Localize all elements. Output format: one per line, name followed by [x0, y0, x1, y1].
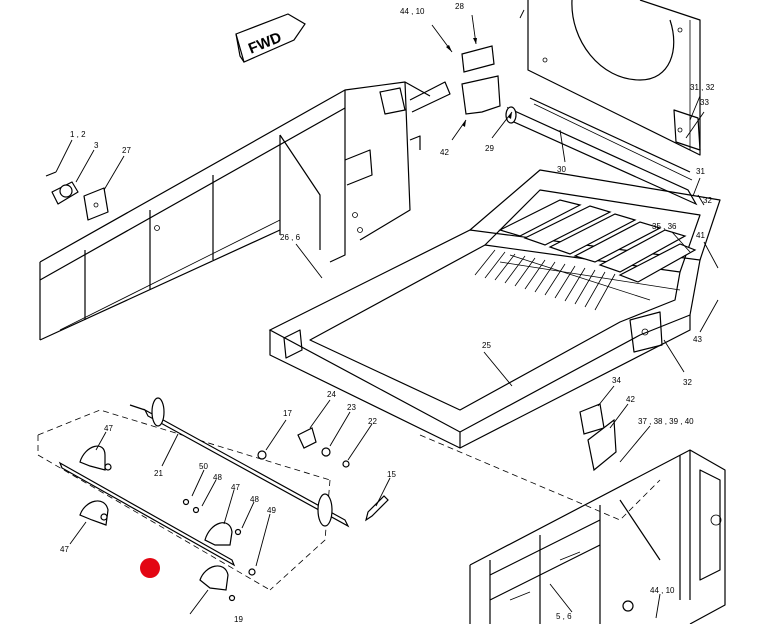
- callout-1-2: 1 , 2: [70, 130, 86, 139]
- callout-32-right: 32: [703, 196, 712, 205]
- callout-labels: 44 , 10 28 42 29 30 31 , 32 33 31 32 35 …: [60, 2, 715, 624]
- sieve-tines: [474, 249, 616, 311]
- lower-right-frame: [469, 449, 726, 624]
- callout-24: 24: [327, 390, 336, 399]
- callout-34: 34: [612, 376, 621, 385]
- callout-44-10-top: 44 , 10: [400, 7, 425, 16]
- shaft-part-29-30: [505, 97, 701, 206]
- callout-26-6: 26 , 6: [280, 233, 301, 242]
- callout-48-a: 48: [213, 473, 222, 482]
- callout-42-top: 42: [440, 148, 449, 157]
- callout-3: 3: [94, 141, 99, 150]
- dashed-group-outline: [37, 409, 661, 591]
- fwd-direction-sign: FWD: [235, 13, 306, 63]
- bracket-part-28: [461, 45, 501, 115]
- rear-panel: [527, 0, 701, 156]
- callout-23: 23: [347, 403, 356, 412]
- callout-15: 15: [387, 470, 396, 479]
- callout-25: 25: [482, 341, 491, 350]
- callout-47-mid: 47: [231, 483, 240, 492]
- callout-28: 28: [455, 2, 464, 11]
- callout-37-38-39-40: 37 , 38 , 39 , 40: [638, 417, 694, 426]
- callout-43: 43: [693, 335, 702, 344]
- callout-42-mid: 42: [626, 395, 635, 404]
- fasteners: [182, 427, 389, 602]
- bearing-bracket-part: [45, 171, 109, 221]
- callout-31-32: 31 , 32: [690, 83, 715, 92]
- callout-30: 30: [557, 165, 566, 174]
- bracket-part-34-42: [579, 403, 617, 472]
- callout-47-top: 47: [104, 424, 113, 433]
- leader-lines: [55, 9, 719, 619]
- callout-49: 49: [267, 506, 276, 515]
- callout-21: 21: [154, 469, 163, 478]
- callout-47-left: 47: [60, 545, 69, 554]
- callout-22: 22: [368, 417, 377, 426]
- sieve-slats: [498, 199, 697, 283]
- rod-and-sprockets: [58, 445, 236, 591]
- callout-17: 17: [283, 409, 292, 418]
- drive-shaft-part-21: [129, 397, 350, 528]
- callout-33: 33: [700, 98, 709, 107]
- callout-5-6: 5 , 6: [556, 612, 572, 621]
- sieve-tray-assembly: [268, 169, 721, 449]
- callout-48-b: 48: [250, 495, 259, 504]
- callout-35-36: 35 , 36: [652, 222, 677, 231]
- callout-41: 41: [696, 231, 705, 240]
- callout-27: 27: [122, 146, 131, 155]
- callout-31: 31: [696, 167, 705, 176]
- callout-19: 19: [234, 615, 243, 624]
- callout-44-10-bottom: 44 , 10: [650, 586, 675, 595]
- left-frame-rail: [39, 81, 451, 341]
- callout-32-lower: 32: [683, 378, 692, 387]
- callout-50: 50: [199, 462, 208, 471]
- highlight-marker: [140, 558, 160, 578]
- callout-29: 29: [485, 144, 494, 153]
